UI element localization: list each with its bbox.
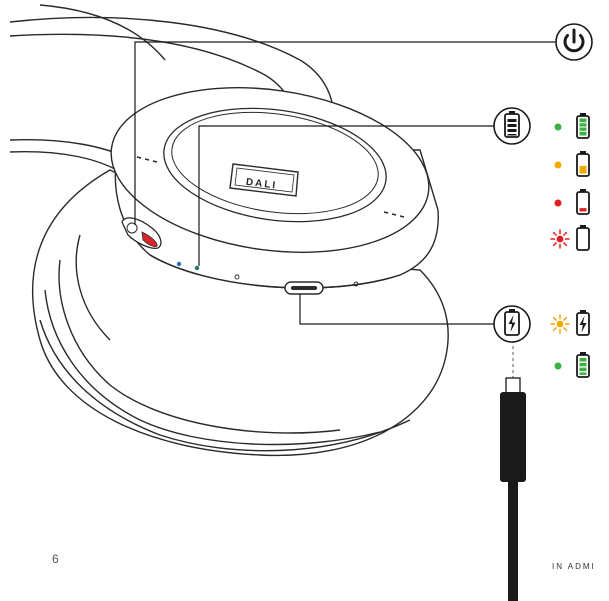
battery-level-low-icon (576, 189, 590, 215)
battery-level-empty-icon (576, 225, 590, 251)
power-slider-switch[interactable] (121, 217, 162, 249)
status-led-blue (176, 261, 182, 267)
blinking-led-amber-icon (550, 314, 570, 334)
status-led-teal (194, 265, 200, 271)
led-dot-icon (554, 123, 562, 131)
blinking-led-red-icon (550, 229, 570, 249)
earcup-plate (163, 107, 387, 223)
battery-icon (493, 107, 531, 145)
leader-lines (134, 41, 558, 325)
page-number: 6 (52, 552, 60, 566)
led-dot-icon (554, 161, 562, 169)
usb-c-cable (500, 340, 526, 601)
logo-plate: DALI (229, 163, 299, 197)
power-icon (555, 23, 593, 61)
usb-c-port[interactable] (284, 281, 324, 295)
brand-logo: DALI (245, 177, 277, 192)
led-dot-icon (554, 199, 562, 207)
battery-charging-icon (576, 310, 590, 336)
rim-dashes (136, 156, 405, 218)
battery-level-full-icon (576, 113, 590, 139)
earcup-plate-inner (171, 111, 379, 215)
mic-hole (234, 274, 240, 280)
battery-level-medium-icon (576, 151, 590, 177)
charging-legend (550, 310, 590, 378)
mic-hole (353, 281, 359, 287)
battery-legend (550, 113, 590, 251)
footer-text: IN ADMI (552, 562, 596, 571)
battery-full-icon (576, 352, 590, 378)
led-green-dot-icon (554, 362, 562, 370)
charging-icon (493, 305, 531, 343)
